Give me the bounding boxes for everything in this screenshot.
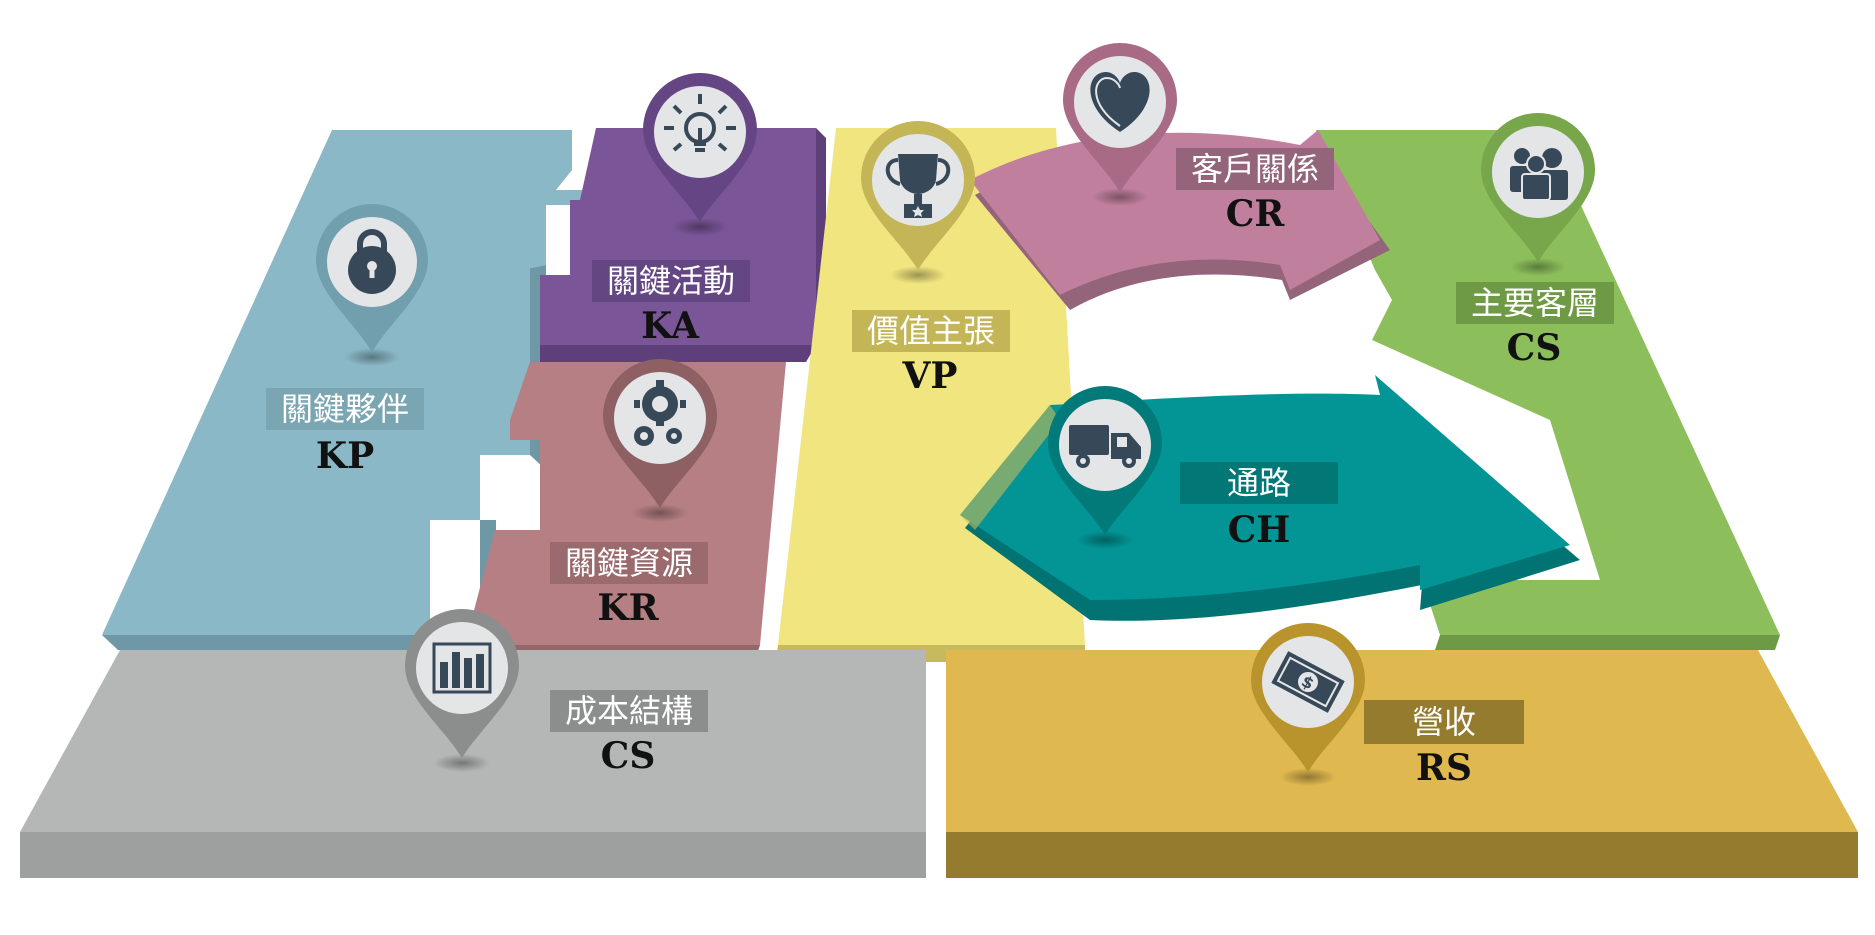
- kr-label: 關鍵資源: [565, 544, 693, 582]
- ka-label: 關鍵活動: [607, 262, 735, 300]
- money-icon: $: [1271, 651, 1345, 713]
- label-cost: 成本結構 CS: [550, 690, 708, 777]
- label-ch: 通路 CH: [1180, 462, 1338, 551]
- pin-ch: [1048, 386, 1162, 549]
- label-rs: 營收 RS: [1364, 700, 1524, 789]
- pin-cost: [405, 609, 519, 772]
- kp-code: KP: [316, 435, 374, 477]
- pin-kp: [316, 204, 428, 366]
- block-revenue-streams: [946, 650, 1858, 878]
- gears-icon: [634, 380, 686, 446]
- label-kr: 關鍵資源 KR: [550, 542, 708, 629]
- cost-code: CS: [601, 735, 656, 777]
- cr-code: CR: [1226, 193, 1286, 235]
- block-customer-segments: [1316, 130, 1780, 650]
- ka-code: KA: [641, 305, 700, 347]
- trophy-icon: [885, 154, 951, 218]
- pin-kr: [603, 359, 717, 522]
- label-cr: 客戶關係 CR: [1176, 148, 1334, 235]
- label-ka: 關鍵活動 KA: [592, 260, 750, 347]
- label-kp: 關鍵夥伴 KP: [266, 388, 424, 477]
- vp-label: 價值主張: [867, 312, 995, 350]
- rs-label: 營收: [1412, 703, 1476, 741]
- cs-segments-label: 主要客層: [1471, 284, 1599, 322]
- pin-cr: [1063, 43, 1177, 206]
- cs-segments-code: CS: [1507, 327, 1562, 369]
- heart-icon: [1090, 72, 1150, 132]
- label-vp: 價值主張 VP: [852, 310, 1010, 397]
- cost-label: 成本結構: [565, 692, 693, 730]
- vp-code: VP: [901, 355, 957, 397]
- pin-rs: $: [1251, 623, 1365, 786]
- bar-chart-icon: [432, 642, 492, 694]
- lightbulb-icon: [664, 94, 736, 152]
- users-icon: [1510, 148, 1568, 201]
- ch-label: 通路: [1227, 464, 1291, 502]
- cr-label: 客戶關係: [1191, 150, 1319, 188]
- pin-vp: [861, 121, 975, 284]
- kp-label: 關鍵夥伴: [281, 390, 409, 428]
- pin-cs-segments: [1481, 113, 1595, 276]
- truck-icon: [1069, 425, 1141, 468]
- pin-ka: [643, 73, 757, 236]
- kr-code: KR: [597, 587, 659, 629]
- rs-code: RS: [1416, 747, 1472, 789]
- ch-code: CH: [1228, 509, 1291, 551]
- label-cs-segments: 主要客層 CS: [1456, 282, 1614, 369]
- lock-icon: [348, 229, 396, 294]
